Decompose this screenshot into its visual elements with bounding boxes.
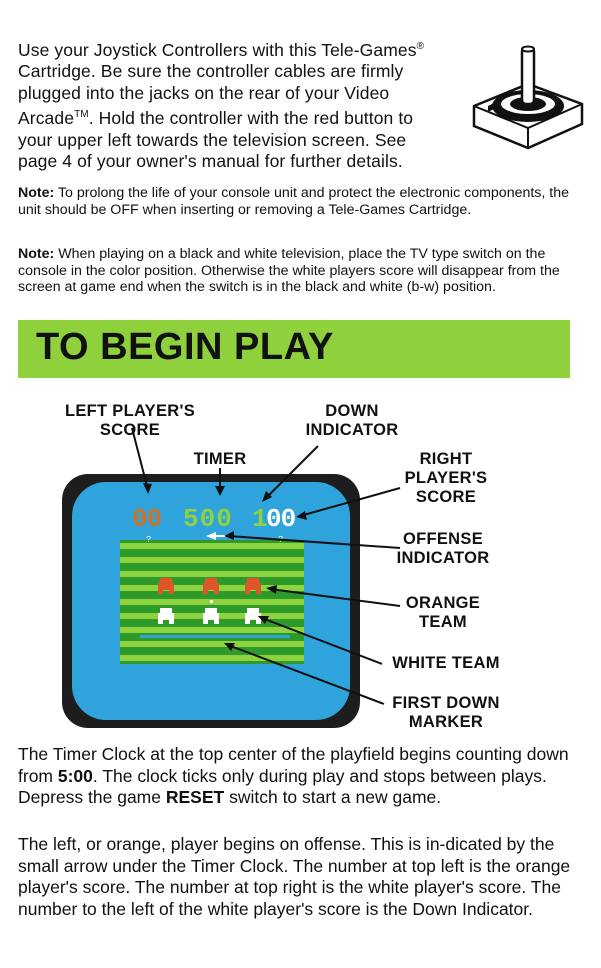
offense-text: The left, or orange, player begins on of…: [18, 834, 571, 919]
label-first-down-marker: FIRST DOWN MARKER: [392, 694, 500, 731]
label-offense-indicator: OFFENSE INDICATOR: [396, 530, 490, 567]
right-score-readout: 00: [266, 504, 296, 534]
label-right-score: RIGHT PLAYER'S SCORE: [404, 450, 488, 506]
timer-paragraph: The Timer Clock at the top center of the…: [18, 744, 588, 809]
first-down-marker: [140, 635, 290, 638]
timer-text-3: switch to start a new game.: [224, 787, 442, 807]
note-label: Note:: [18, 246, 55, 262]
label-down-indicator: DOWN INDICATOR: [305, 402, 399, 439]
white-team: [158, 608, 261, 624]
orange-team: [158, 578, 261, 594]
registered-mark: ®: [416, 41, 425, 52]
timer-text-1: The Timer Clock at the top center of the…: [18, 744, 569, 786]
left-score-marker: ?: [146, 535, 151, 545]
down-readout: 1: [252, 504, 268, 534]
label-timer: TIMER: [193, 450, 247, 468]
timer-readout: 500: [183, 504, 233, 534]
label-white-team: WHITE TEAM: [392, 654, 500, 672]
label-orange-team: ORANGE TEAM: [405, 594, 481, 631]
timer-start-value: 5:00: [57, 765, 93, 786]
note-label: Note:: [18, 185, 55, 201]
note-power: Note: To prolong the life of your consol…: [18, 185, 590, 218]
tv-screen-illustration: ? ?: [62, 427, 401, 728]
reset-label: RESET: [165, 787, 225, 807]
ball: [210, 600, 213, 603]
note-text: When playing on a black and white televi…: [18, 246, 560, 295]
section-banner: TO BEGIN PLAY: [18, 320, 570, 378]
section-title: TO BEGIN PLAY: [36, 326, 334, 368]
intro-text-2: Cartridge. Be sure the controller cables…: [18, 61, 404, 129]
intro-paragraph: Use your Joystick Controllers with this …: [18, 36, 448, 173]
callout-arrowheads: [143, 483, 307, 651]
left-score-readout: 00: [132, 504, 162, 534]
timer-text-2: . The clock ticks only during play and s…: [18, 765, 547, 808]
screen-diagram: ? ? 00 500 1 00 LEFT PLAYER'S SCORE: [0, 380, 601, 740]
joystick-icon: [472, 45, 584, 150]
intro-text-1: Use your Joystick Controllers with this …: [18, 39, 417, 60]
trademark: TM: [74, 109, 89, 121]
note-bw-tv: Note: When playing on a black and white …: [18, 246, 590, 296]
offense-paragraph: The left, or orange, player begins on of…: [18, 834, 588, 920]
label-left-score: LEFT PLAYER'S SCORE: [64, 402, 196, 439]
note-text: To prolong the life of your console unit…: [18, 185, 570, 218]
intro-text-3: . Hold the controller with the red butto…: [18, 108, 414, 172]
offense-arrow-icon: [206, 532, 226, 540]
